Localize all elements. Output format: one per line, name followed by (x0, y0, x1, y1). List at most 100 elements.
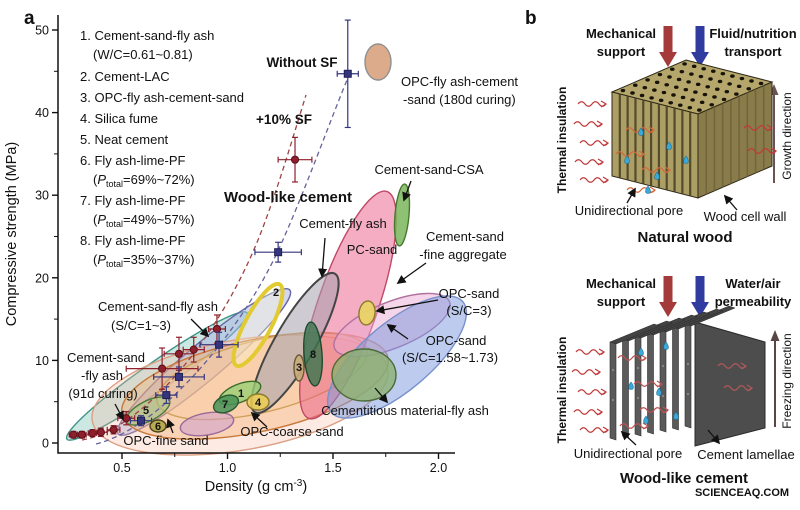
trend-line-plus-sf (81, 94, 307, 441)
heat-wave-arrow-icon (743, 124, 774, 132)
region-number-6: 6 (155, 421, 161, 433)
data-point-circle (212, 324, 222, 334)
wl-freezing-direction: Freezing direction (780, 333, 794, 428)
wood-like-cement-cube (571, 305, 766, 447)
y-axis-title: Compressive strength (MPa) (4, 142, 20, 327)
water-droplet-icon (654, 171, 660, 180)
heat-wave-arrow-icon (571, 368, 602, 376)
pore-dot (721, 97, 727, 102)
pore-dot (746, 87, 752, 91)
nw-growth-direction: Growth direction (780, 92, 794, 179)
pore-dot (695, 82, 701, 87)
water-droplet-icon (683, 155, 689, 164)
annotation-arrows (114, 180, 439, 434)
heat-wave-arrow-icon (573, 408, 604, 416)
legend-item-8: 8. Fly ash-lime-PF (80, 233, 186, 248)
pore-dot (611, 398, 615, 402)
pore-dot (669, 67, 675, 71)
water-droplet-icon (628, 381, 634, 390)
wl-water-line1: Water/air (725, 276, 780, 291)
data-point-circle (157, 364, 167, 373)
arrow-nw-wall (723, 194, 738, 211)
pore-dot (689, 72, 694, 76)
arrow-nw-pore (626, 187, 636, 204)
x-axis-title: Density (g cm-3) (205, 478, 307, 495)
point-layer (68, 19, 359, 439)
pore-dot (679, 69, 685, 74)
x-tick-label: 0.5 (113, 461, 130, 475)
nw-title: Natural wood (637, 229, 732, 246)
pore-dot (749, 79, 754, 83)
water-droplet-icon (666, 141, 672, 150)
annotation-pc-sand: PC-sand (347, 242, 398, 257)
annotation-opc-coarse-sand: OPC-coarse sand (240, 424, 343, 439)
annotation-plus-sf: +10% SF (256, 112, 312, 127)
water-droplet-icon (638, 127, 644, 136)
pore-dot (661, 90, 667, 95)
region-number-5: 5 (143, 405, 149, 417)
region-region-3-opc-fly-ash-cement-sand (293, 354, 305, 382)
x-tick-label: 1.0 (219, 461, 236, 475)
y-tick-label: 30 (35, 189, 49, 203)
pore-dot (661, 364, 665, 368)
water-droplet-icon (673, 411, 679, 420)
legend: 1. Cement-sand-fly ash (W/C=0.61~0.81) 2… (80, 28, 244, 269)
pore-dot (702, 92, 708, 97)
cement-lamella-edge (684, 323, 692, 429)
pore-dot (708, 77, 713, 81)
axis-lines (57, 15, 455, 454)
annotation-opc180-line1: OPC-fly ash-cement (401, 74, 518, 89)
pore-dot (676, 77, 682, 82)
data-point-circle (77, 430, 87, 439)
panel-b: b Mechanical support Fluid/nutrition tra… (525, 8, 797, 499)
arrow-wl-lamellae (707, 429, 721, 445)
pore-dot (620, 88, 626, 93)
arrow-opc-coarse (250, 411, 268, 428)
arrow-cement-fly-ash (318, 237, 328, 278)
pore-dot (636, 396, 640, 400)
wl-title: Wood-like cement (620, 470, 748, 487)
y-tick-label: 10 (35, 354, 49, 368)
nw-mechanical-line2: support (597, 44, 646, 59)
water-droplet-icon (663, 341, 669, 350)
water-droplet-icon (638, 347, 644, 356)
legend-item-5: 5. Neat cement (80, 132, 169, 147)
wl-mechanical-line1: Mechanical (586, 276, 656, 291)
heat-wave-arrow-icon (579, 139, 610, 147)
panel-b-label: b (525, 8, 537, 29)
annotation-csfa91-line1: Cement-sand (67, 350, 145, 365)
water-droplet-icon (645, 185, 651, 194)
heat-wave-arrow-icon (641, 166, 672, 174)
pore-dot (701, 67, 707, 71)
nw-decoration-layer (573, 62, 778, 196)
pore-dot (686, 392, 690, 396)
data-point-circle (69, 430, 78, 439)
pore-dot (686, 362, 690, 366)
heat-wave-arrow-icon (626, 186, 657, 194)
region-region-4-silica-fume (246, 393, 270, 411)
pore-dot (690, 98, 695, 102)
annotation-opc-sand-sc158-line1: OPC-sand (426, 333, 487, 348)
region-cementitious-material-fly-ash (331, 348, 397, 402)
water-droplet-icon (643, 415, 649, 424)
pore-dot (720, 71, 726, 76)
data-point-square (174, 372, 183, 381)
region-opc-fine-sand (179, 411, 235, 437)
freezing-direction-arrow-icon (770, 330, 780, 427)
arrow-wl-pore (620, 430, 637, 446)
nw-thermal-insulation: Thermal insulation (555, 87, 569, 194)
pore-dot (680, 95, 686, 100)
annotations: Without SF +10% SF Wood-like cement OPC-… (67, 55, 518, 448)
annotation-fine-aggregate-line1: Cement-sand (426, 229, 504, 244)
cement-lamella-edge (609, 341, 617, 441)
data-point-circle (122, 414, 131, 423)
data-point-square (136, 416, 145, 425)
pore-dot (658, 98, 664, 103)
arrow-csfa91 (114, 403, 124, 421)
red-down-arrow-icon (659, 276, 677, 317)
heat-wave-arrow-icon (633, 380, 664, 388)
arrow-opc-sand-sc3 (375, 299, 439, 315)
data-point-circle (109, 425, 118, 434)
